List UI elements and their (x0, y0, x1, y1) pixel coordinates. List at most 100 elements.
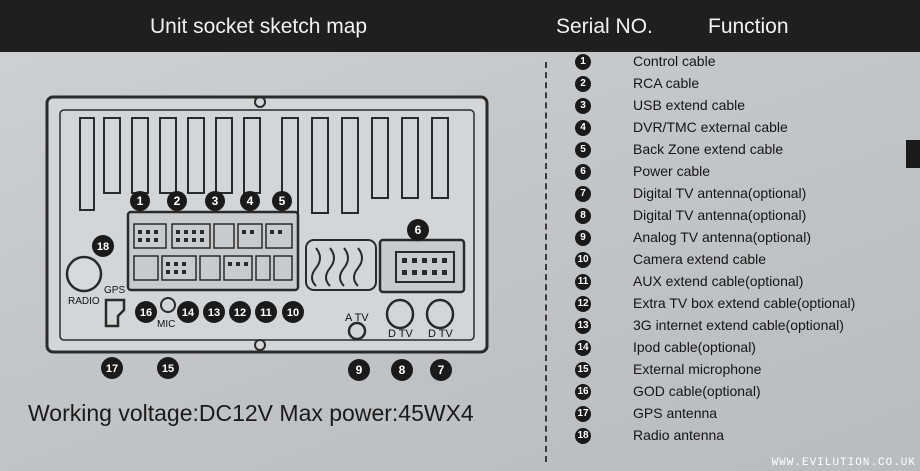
callout-7: 7 (430, 359, 452, 381)
legend-row: 11 AUX extend cable(optional) (575, 271, 915, 293)
top-screw-icon (254, 96, 266, 108)
callout-16: 16 (135, 301, 157, 323)
serial-number-badge: 18 (575, 428, 591, 444)
legend-function-text: Camera extend cable (633, 251, 767, 267)
gps-label: GPS (104, 285, 125, 296)
serial-number-badge: 9 (575, 230, 591, 246)
serial-number-badge: 14 (575, 340, 591, 356)
callout-5: 5 (272, 191, 292, 211)
legend-row: 18 Radio antenna (575, 425, 915, 447)
serial-number-badge: 16 (575, 384, 591, 400)
svg-text:17: 17 (106, 363, 118, 375)
power-connector (378, 238, 466, 294)
legend-function-text: Ipod cable(optional) (633, 339, 756, 355)
mic-label: MIC (157, 319, 175, 330)
legend-function-text: Analog TV antenna(optional) (633, 229, 811, 245)
atv-label: A TV (345, 312, 369, 324)
panel-inner-border (59, 109, 475, 341)
svg-text:1: 1 (137, 194, 144, 208)
legend-function-text: Power cable (633, 163, 711, 179)
serial-number-badge: 2 (575, 76, 591, 92)
mic-socket (160, 297, 176, 313)
legend-row: 12 Extra TV box extend cable(optional) (575, 293, 915, 315)
svg-text:3: 3 (212, 194, 219, 208)
edge-tab (906, 140, 920, 168)
serial-number-badge: 12 (575, 296, 591, 312)
svg-text:2: 2 (174, 194, 181, 208)
function-column-header: Function (708, 15, 789, 38)
legend-function-text: Back Zone extend cable (633, 141, 784, 157)
svg-text:6: 6 (415, 223, 422, 237)
svg-text:14: 14 (182, 307, 195, 319)
serial-number-badge: 11 (575, 274, 591, 290)
dtv-socket-b (425, 298, 455, 330)
svg-text:5: 5 (279, 194, 286, 208)
svg-text:15: 15 (162, 363, 174, 375)
serial-number-badge: 17 (575, 406, 591, 422)
svg-text:7: 7 (438, 363, 445, 377)
callout-18: 18 (92, 235, 114, 257)
svg-text:13: 13 (208, 307, 220, 319)
serial-number-badge: 8 (575, 208, 591, 224)
legend-row: 13 3G internet extend cable(optional) (575, 315, 915, 337)
vent-grill (305, 239, 377, 291)
callout-2: 2 (167, 191, 187, 211)
svg-text:9: 9 (356, 363, 363, 377)
svg-text:10: 10 (287, 307, 299, 319)
serial-column-header: Serial NO. (556, 15, 653, 38)
callout-10: 10 (282, 301, 304, 323)
legend-function-text: Digital TV antenna(optional) (633, 207, 807, 223)
callout-17: 17 (101, 357, 123, 379)
dtv-socket-a (385, 298, 415, 330)
legend-row: 15 External microphone (575, 359, 915, 381)
legend-row: 4 DVR/TMC external cable (575, 117, 915, 139)
radio-antenna-socket (65, 255, 103, 293)
legend-function-text: Control cable (633, 53, 716, 69)
header-bar: Unit socket sketch map Serial NO. Functi… (0, 0, 920, 52)
callout-14: 14 (177, 301, 199, 323)
voltage-power-spec: Working voltage:DC12V Max power:45WX4 (28, 400, 474, 426)
socket-diagram: RADIO GPS MIC A TV D TV D TV 1 2 3 4 5 6… (45, 95, 489, 381)
serial-number-badge: 15 (575, 362, 591, 378)
callout-8: 8 (391, 359, 413, 381)
callout-1: 1 (130, 191, 150, 211)
legend-function-text: AUX extend cable(optional) (633, 273, 804, 289)
legend-function-text: GOD cable(optional) (633, 383, 761, 399)
radio-label: RADIO (68, 296, 100, 307)
legend-function-text: Radio antenna (633, 427, 725, 443)
svg-text:8: 8 (399, 363, 406, 377)
watermark: WWW.EVILUTION.CO.UK (771, 457, 916, 469)
serial-number-badge: 13 (575, 318, 591, 334)
callout-11: 11 (255, 301, 277, 323)
legend-function-text: USB extend cable (633, 97, 746, 113)
atv-socket (347, 321, 367, 341)
legend-function-text: RCA cable (633, 75, 700, 91)
legend-function-text: DVR/TMC external cable (633, 119, 788, 135)
svg-text:16: 16 (140, 307, 152, 319)
legend-function-text: Extra TV box extend cable(optional) (633, 295, 856, 311)
serial-number-badge: 4 (575, 120, 591, 136)
dtv-label-b: D TV (428, 328, 454, 340)
dtv-label-a: D TV (388, 328, 414, 340)
svg-text:12: 12 (234, 307, 246, 319)
svg-text:4: 4 (247, 194, 254, 208)
callout-15: 15 (157, 357, 179, 379)
legend-row: 8 Digital TV antenna(optional) (575, 205, 915, 227)
callout-4: 4 (240, 191, 260, 211)
legend-function-text: Digital TV antenna(optional) (633, 185, 807, 201)
page-title: Unit socket sketch map (150, 15, 368, 38)
callout-markers: 1 2 3 4 5 6 7 8 9 10 11 12 13 14 15 16 1… (92, 191, 452, 381)
legend-row: 2 RCA cable (575, 73, 915, 95)
legend-function-text: External microphone (633, 361, 762, 377)
callout-13: 13 (203, 301, 225, 323)
callout-6: 6 (407, 219, 429, 241)
svg-text:18: 18 (97, 241, 109, 253)
serial-number-badge: 7 (575, 186, 591, 202)
callout-9: 9 (348, 359, 370, 381)
legend-function-text: 3G internet extend cable(optional) (633, 317, 844, 333)
legend-row: 7 Digital TV antenna(optional) (575, 183, 915, 205)
main-connector-block (126, 210, 300, 292)
